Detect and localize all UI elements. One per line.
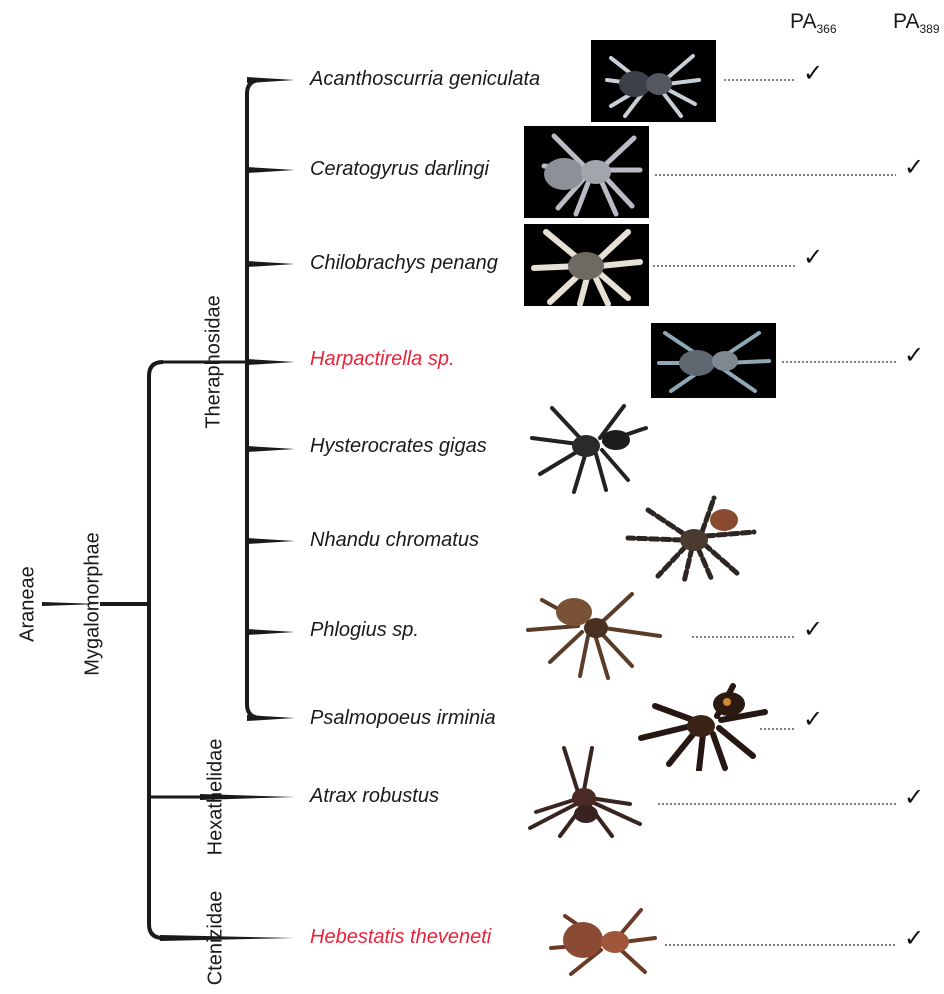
check-phlogius-pa366: ✓: [803, 615, 823, 643]
branch-acanthoscurria: [247, 77, 295, 83]
branch-hysterocrates: [247, 446, 295, 452]
spider-photo: [520, 582, 670, 682]
bracket-theraphosidae: [247, 80, 261, 718]
clade-label-ctenizidae: Ctenizidae: [205, 891, 228, 986]
check-hebestatis-pa389: ✓: [904, 924, 924, 952]
clade-label-hexathelidae: Hexathelidae: [205, 739, 228, 856]
spider-photo: [520, 742, 655, 842]
clade-label-mygalomorphae: Mygalomorphae: [82, 532, 105, 675]
photo-atrax: [520, 742, 655, 842]
column-header-pa389: PA389: [893, 10, 940, 36]
species-label-nhandu: Nhandu chromatus: [310, 529, 479, 552]
check-chilobrachys-pa366: ✓: [803, 243, 823, 271]
branch-ceratogyrus: [247, 167, 295, 173]
branch-harpactirella: [247, 359, 295, 365]
check-ceratogyrus-pa389: ✓: [904, 153, 924, 181]
photo-phlogius: [520, 582, 670, 682]
branch-phlogius: [247, 629, 295, 635]
clade-label-theraphosidae: Theraphosidae: [203, 295, 226, 428]
spider-photo: [516, 398, 656, 498]
pa389-sub: 389: [919, 22, 939, 36]
species-label-harpactirella: Harpactirella sp.: [310, 348, 455, 371]
species-label-atrax: Atrax robustus: [310, 785, 439, 808]
species-label-acanthoscurria: Acanthoscurria geniculata: [310, 68, 540, 91]
bracket-mygalomorphae: [149, 362, 163, 938]
branch-chilobrachys: [247, 261, 295, 267]
spider-photo: [591, 40, 716, 122]
pa389-base: PA: [893, 10, 919, 33]
species-label-hysterocrates: Hysterocrates gigas: [310, 435, 487, 458]
species-label-hebestatis: Hebestatis theveneti: [310, 926, 491, 949]
species-label-ceratogyrus: Ceratogyrus darlingi: [310, 158, 489, 181]
check-atrax-pa389: ✓: [904, 783, 924, 811]
photo-chilobrachys: [524, 224, 649, 306]
photo-hysterocrates: [516, 398, 656, 498]
photo-ceratogyrus: [524, 126, 649, 218]
branch-nhandu: [247, 538, 295, 544]
check-psalmopoeus-pa366: ✓: [803, 705, 823, 733]
species-label-phlogius: Phlogius sp.: [310, 619, 419, 642]
spider-photo: [524, 224, 649, 306]
spider-photo: [545, 900, 660, 980]
photo-nhandu: [618, 490, 768, 585]
photo-acanthoscurria: [591, 40, 716, 122]
clade-label-araneae: Araneae: [17, 566, 40, 642]
branch-psalmopoeus: [247, 715, 295, 721]
branch-hebestatis: [160, 935, 295, 941]
photo-hebestatis: [545, 900, 660, 980]
species-label-chilobrachys: Chilobrachys penang: [310, 252, 498, 275]
pa366-sub: 366: [816, 22, 836, 36]
pa366-base: PA: [790, 10, 816, 33]
photo-harpactirella: [651, 323, 776, 398]
column-header-pa366: PA366: [790, 10, 837, 36]
spider-photo: [651, 323, 776, 398]
spider-photo: [618, 490, 768, 585]
species-label-psalmopoeus: Psalmopoeus irminia: [310, 707, 496, 730]
spider-photo: [524, 126, 649, 218]
check-harpactirella-pa389: ✓: [904, 341, 924, 369]
check-acanthoscurria-pa366: ✓: [803, 59, 823, 87]
